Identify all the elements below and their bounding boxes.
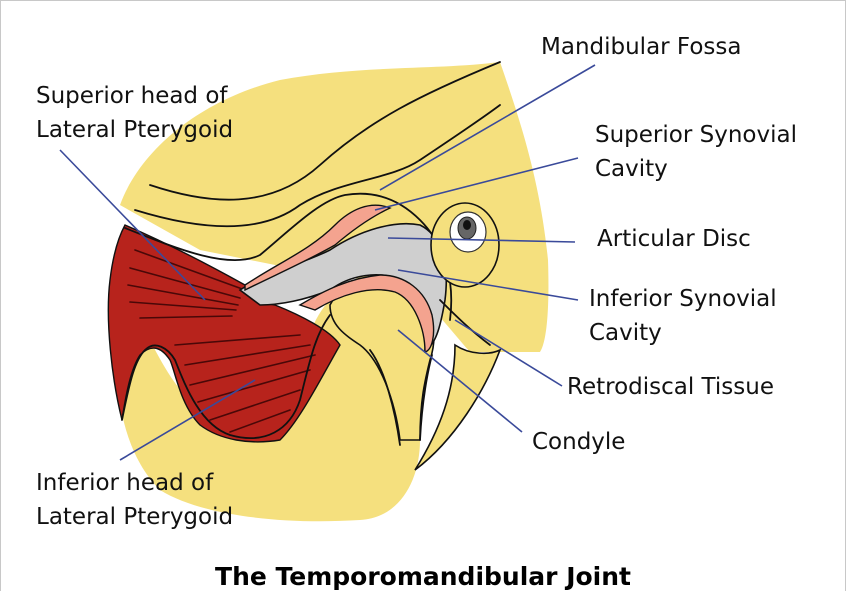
label-superior-synovial-line2: Cavity [595,156,668,182]
label-inferior-synovial-line1: Inferior Synovial [589,286,777,312]
label-mandibular-fossa: Mandibular Fossa [541,34,741,60]
label-superior-synovial-line1: Superior Synovial [595,122,797,148]
label-superior-head-line1: Superior head of [36,83,228,109]
label-articular-disc: Articular Disc [597,226,751,252]
label-inferior-synovial-line2: Cavity [589,320,662,346]
label-retrodiscal-tissue: Retrodiscal Tissue [567,374,774,400]
label-inferior-head-line2: Lateral Pterygoid [36,504,233,530]
label-superior-head-line2: Lateral Pterygoid [36,117,233,143]
label-condyle: Condyle [532,429,625,455]
diagram-title: The Temporomandibular Joint [215,562,631,591]
ear-canal-center [463,220,471,230]
label-inferior-head-line1: Inferior head of [36,470,214,496]
